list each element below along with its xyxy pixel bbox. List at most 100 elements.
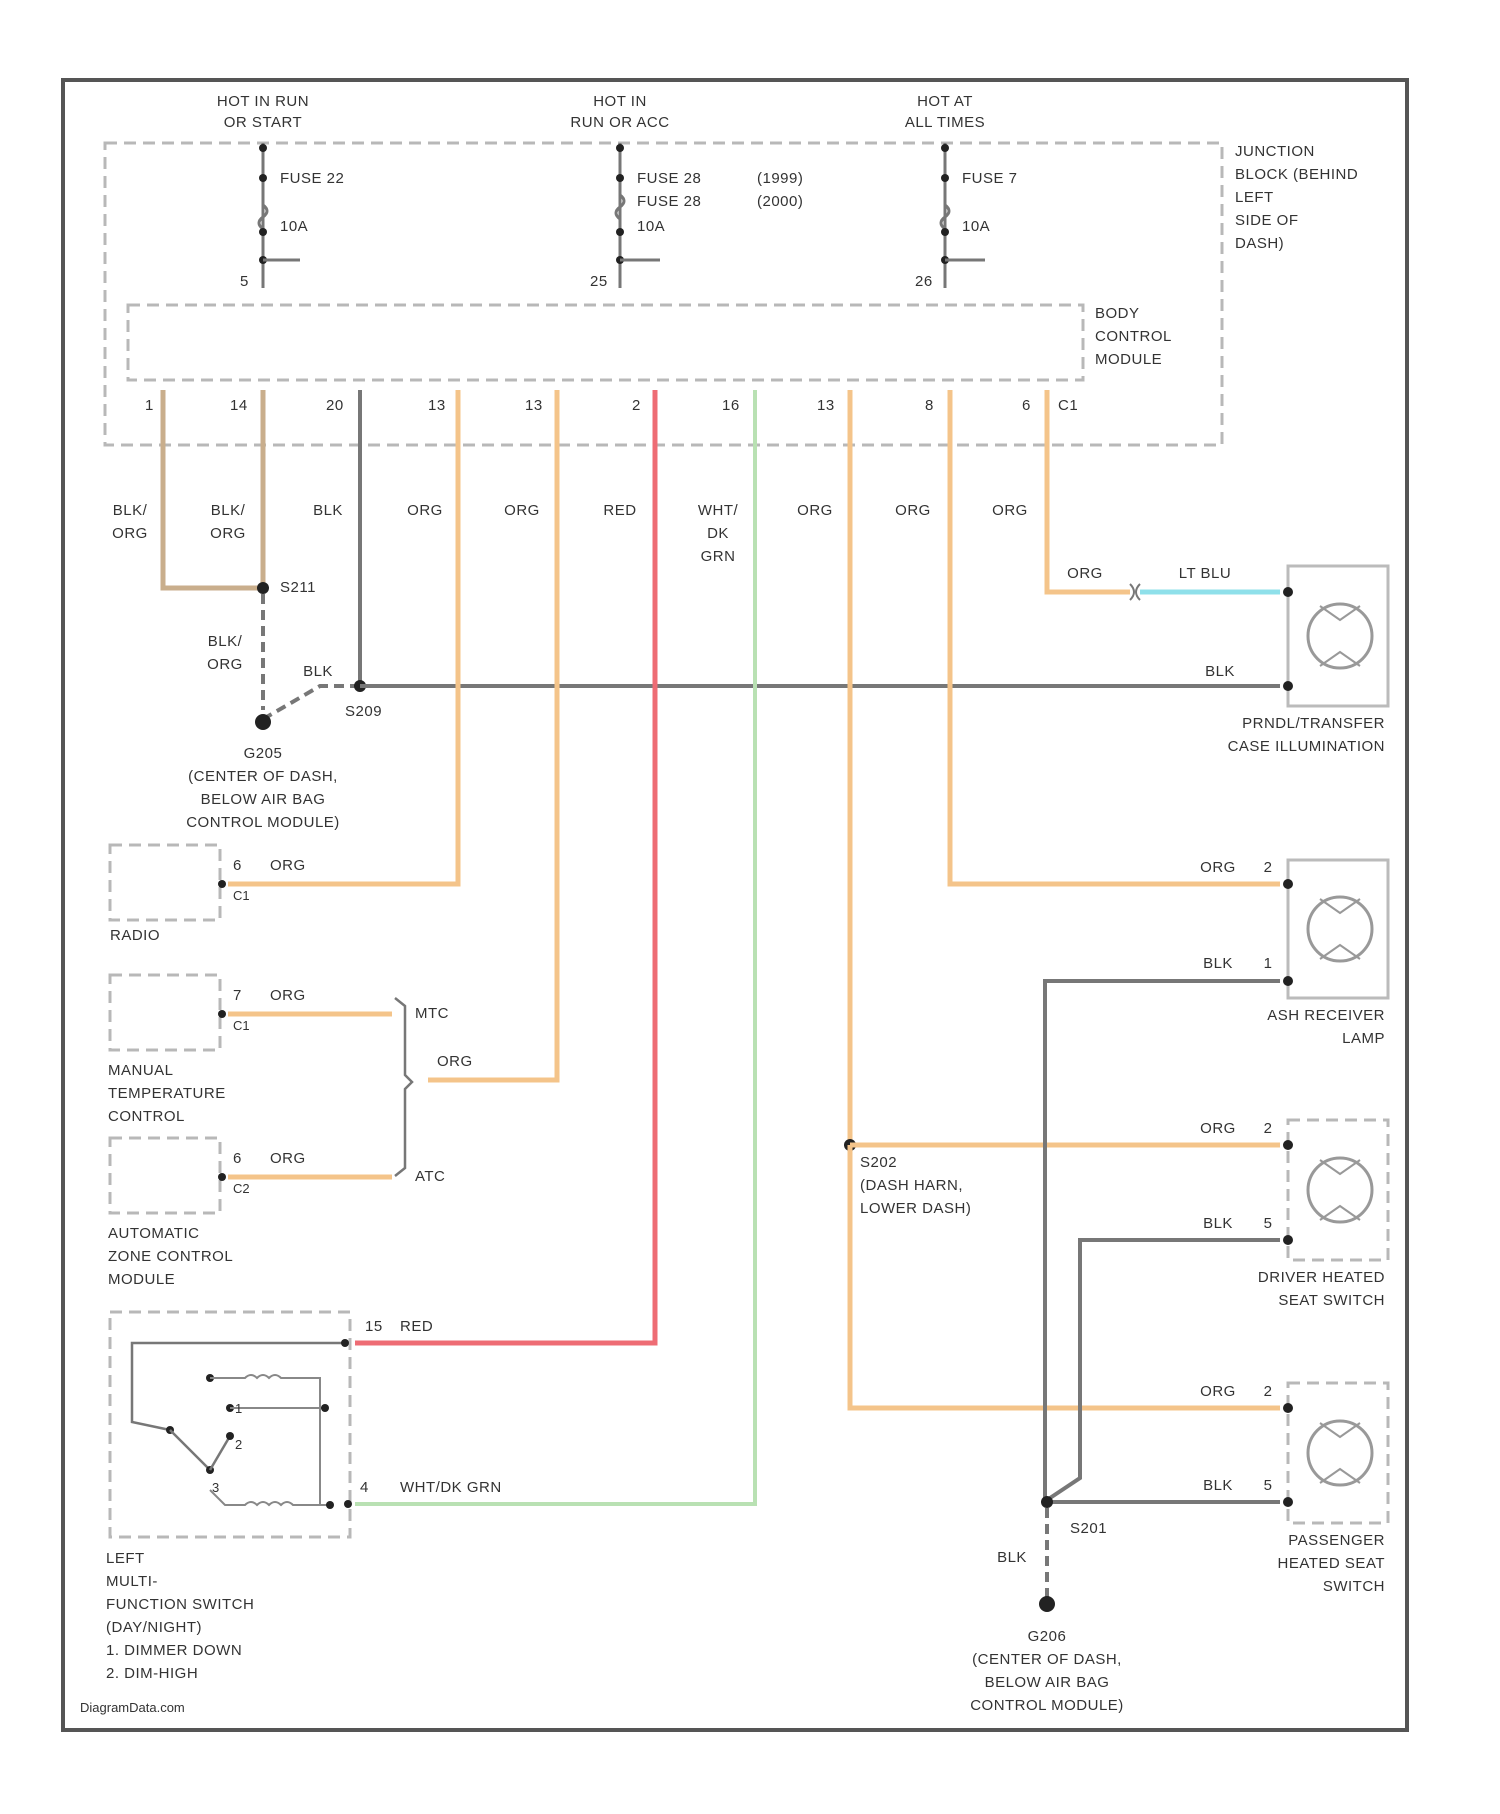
fuse-28-year-1: (1999) [757, 170, 803, 187]
ash-receiver-lamp [1283, 860, 1388, 998]
bcm-pin: 13 [817, 397, 835, 414]
atc-conn: C2 [233, 1181, 250, 1196]
fuse-28-name-1: FUSE 28 [637, 170, 701, 187]
svg-text:DK: DK [707, 525, 729, 542]
left-blk-org-2: ORG [207, 656, 243, 673]
svg-text:FUNCTION SWITCH: FUNCTION SWITCH [106, 1596, 254, 1613]
mf-pos-1: 1 [235, 1401, 242, 1416]
power-label-all-times-2: ALL TIMES [905, 114, 985, 131]
svg-text:CONTROL: CONTROL [1095, 328, 1172, 345]
bcm-pins: 1 14 20 13 13 2 16 13 8 6 C1 [145, 397, 1078, 414]
fuse-22: FUSE 22 10A 5 [240, 143, 344, 290]
svg-text:S202: S202 [860, 1154, 897, 1171]
svg-text:WHT/: WHT/ [698, 502, 739, 519]
bcm-label: BODY CONTROL MODULE [1095, 305, 1172, 368]
fuse-28-year-2: (2000) [757, 193, 803, 210]
bcm-pin: 20 [326, 397, 344, 414]
svg-text:CONTROL MODULE): CONTROL MODULE) [186, 814, 340, 831]
panel-lamp-label-2: CASE ILLUMINATION [1228, 738, 1385, 755]
pass-blk-pin: 5 [1264, 1477, 1273, 1494]
bracket-org: ORG [437, 1053, 473, 1070]
svg-text:BODY: BODY [1095, 305, 1140, 322]
svg-text:BLK: BLK [313, 502, 343, 519]
climate-bracket [395, 998, 412, 1176]
power-label-run-start-2: OR START [224, 114, 302, 131]
svg-text:BLOCK (BEHIND: BLOCK (BEHIND [1235, 166, 1358, 183]
svg-text:(CENTER OF DASH,: (CENTER OF DASH, [188, 768, 338, 785]
svg-text:LEFT: LEFT [106, 1550, 145, 1567]
bracket-atc: ATC [415, 1168, 445, 1185]
driver-label-2: SEAT SWITCH [1278, 1292, 1385, 1309]
svg-text:RED: RED [603, 502, 636, 519]
driver-org-wire: ORG [1200, 1120, 1236, 1137]
bcm-pin: 13 [525, 397, 543, 414]
bracket-mtc: MTC [415, 1005, 449, 1022]
svg-text:(DASH HARN,: (DASH HARN, [860, 1177, 963, 1194]
power-label-run-acc-2: RUN OR ACC [570, 114, 669, 131]
mf-red-wire: RED [400, 1318, 433, 1335]
junction-block-label: JUNCTION BLOCK (BEHIND LEFT SIDE OF DASH… [1235, 143, 1358, 252]
svg-text:DASH): DASH) [1235, 235, 1284, 252]
svg-text:MODULE: MODULE [108, 1271, 175, 1288]
svg-text:MANUAL: MANUAL [108, 1062, 174, 1079]
pass-label-2: HEATED SEAT [1278, 1555, 1385, 1572]
svg-text:LEFT: LEFT [1235, 189, 1274, 206]
driver-blk-wire: BLK [1203, 1215, 1233, 1232]
pass-org-wire: ORG [1200, 1383, 1236, 1400]
ground-g206-label: G206 (CENTER OF DASH, BELOW AIR BAG CONT… [970, 1628, 1124, 1714]
radio-pin: 6 [233, 857, 242, 874]
svg-text:ORG: ORG [112, 525, 148, 542]
ground-g206-dot [1039, 1596, 1055, 1612]
splice-s209-label: S209 [345, 703, 382, 720]
ground-g205-dot [255, 714, 271, 730]
wire-org-panel [1047, 390, 1130, 592]
power-label-all-times-1: HOT AT [917, 93, 973, 110]
mtc-label: MANUAL TEMPERATURE CONTROL [108, 1062, 226, 1125]
bcm-pin: 6 [1022, 397, 1031, 414]
svg-text:LOWER DASH): LOWER DASH) [860, 1200, 971, 1217]
fuse-28-name-2: FUSE 28 [637, 193, 701, 210]
wire-org-ash [950, 390, 1280, 884]
svg-text:ORG: ORG [797, 502, 833, 519]
svg-text:BELOW AIR BAG: BELOW AIR BAG [985, 1674, 1110, 1691]
driver-label-1: DRIVER HEATED [1258, 1269, 1385, 1286]
ash-label-1: ASH RECEIVER [1267, 1007, 1385, 1024]
fuse-7-name: FUSE 7 [962, 170, 1018, 187]
radio [110, 845, 226, 920]
panel-lamp-label-1: PRNDL/TRANSFER [1242, 715, 1385, 732]
mf-grn-wire: WHT/DK GRN [400, 1479, 502, 1496]
svg-text:MODULE: MODULE [1095, 351, 1162, 368]
fuse-22-pin: 5 [240, 273, 249, 290]
ash-blk-pin: 1 [1264, 955, 1273, 972]
splice-s201-label: S201 [1070, 1520, 1107, 1537]
left-blk: BLK [303, 663, 333, 680]
left-multifunction-switch [110, 1312, 352, 1537]
panel-blk-label: BLK [1205, 663, 1235, 680]
svg-text:GRN: GRN [701, 548, 736, 565]
svg-text:2. DIM-HIGH: 2. DIM-HIGH [106, 1665, 198, 1682]
svg-text:G206: G206 [1028, 1628, 1067, 1645]
panel-ltblu-label: LT BLU [1179, 565, 1231, 582]
bcm-pin: 13 [428, 397, 446, 414]
fuse-28-amp: 10A [637, 218, 665, 235]
wire-org-climate [428, 390, 557, 1080]
pass-label-1: PASSENGER [1288, 1532, 1385, 1549]
svg-text:BLK/: BLK/ [211, 502, 246, 519]
pass-blk-wire: BLK [1203, 1477, 1233, 1494]
radio-wire: ORG [270, 857, 306, 874]
fuse-28-pin: 25 [590, 273, 608, 290]
svg-text:BELOW AIR BAG: BELOW AIR BAG [201, 791, 326, 808]
bcm-pin: 1 [145, 397, 154, 414]
fuse-22-name: FUSE 22 [280, 170, 344, 187]
svg-text:ORG: ORG [407, 502, 443, 519]
svg-text:CONTROL: CONTROL [108, 1108, 185, 1125]
splice-s202-label: S202 (DASH HARN, LOWER DASH) [860, 1154, 971, 1217]
mf-red-pin: 15 [365, 1318, 383, 1335]
fuse-7-amp: 10A [962, 218, 990, 235]
bcm-wire-labels: BLK/ ORG BLK/ ORG BLK ORG ORG RED WHT/ D… [112, 502, 1028, 565]
svg-text:ORG: ORG [992, 502, 1028, 519]
mtc-conn: C1 [233, 1018, 250, 1033]
ash-label-2: LAMP [1342, 1030, 1385, 1047]
pass-label-3: SWITCH [1323, 1578, 1385, 1595]
